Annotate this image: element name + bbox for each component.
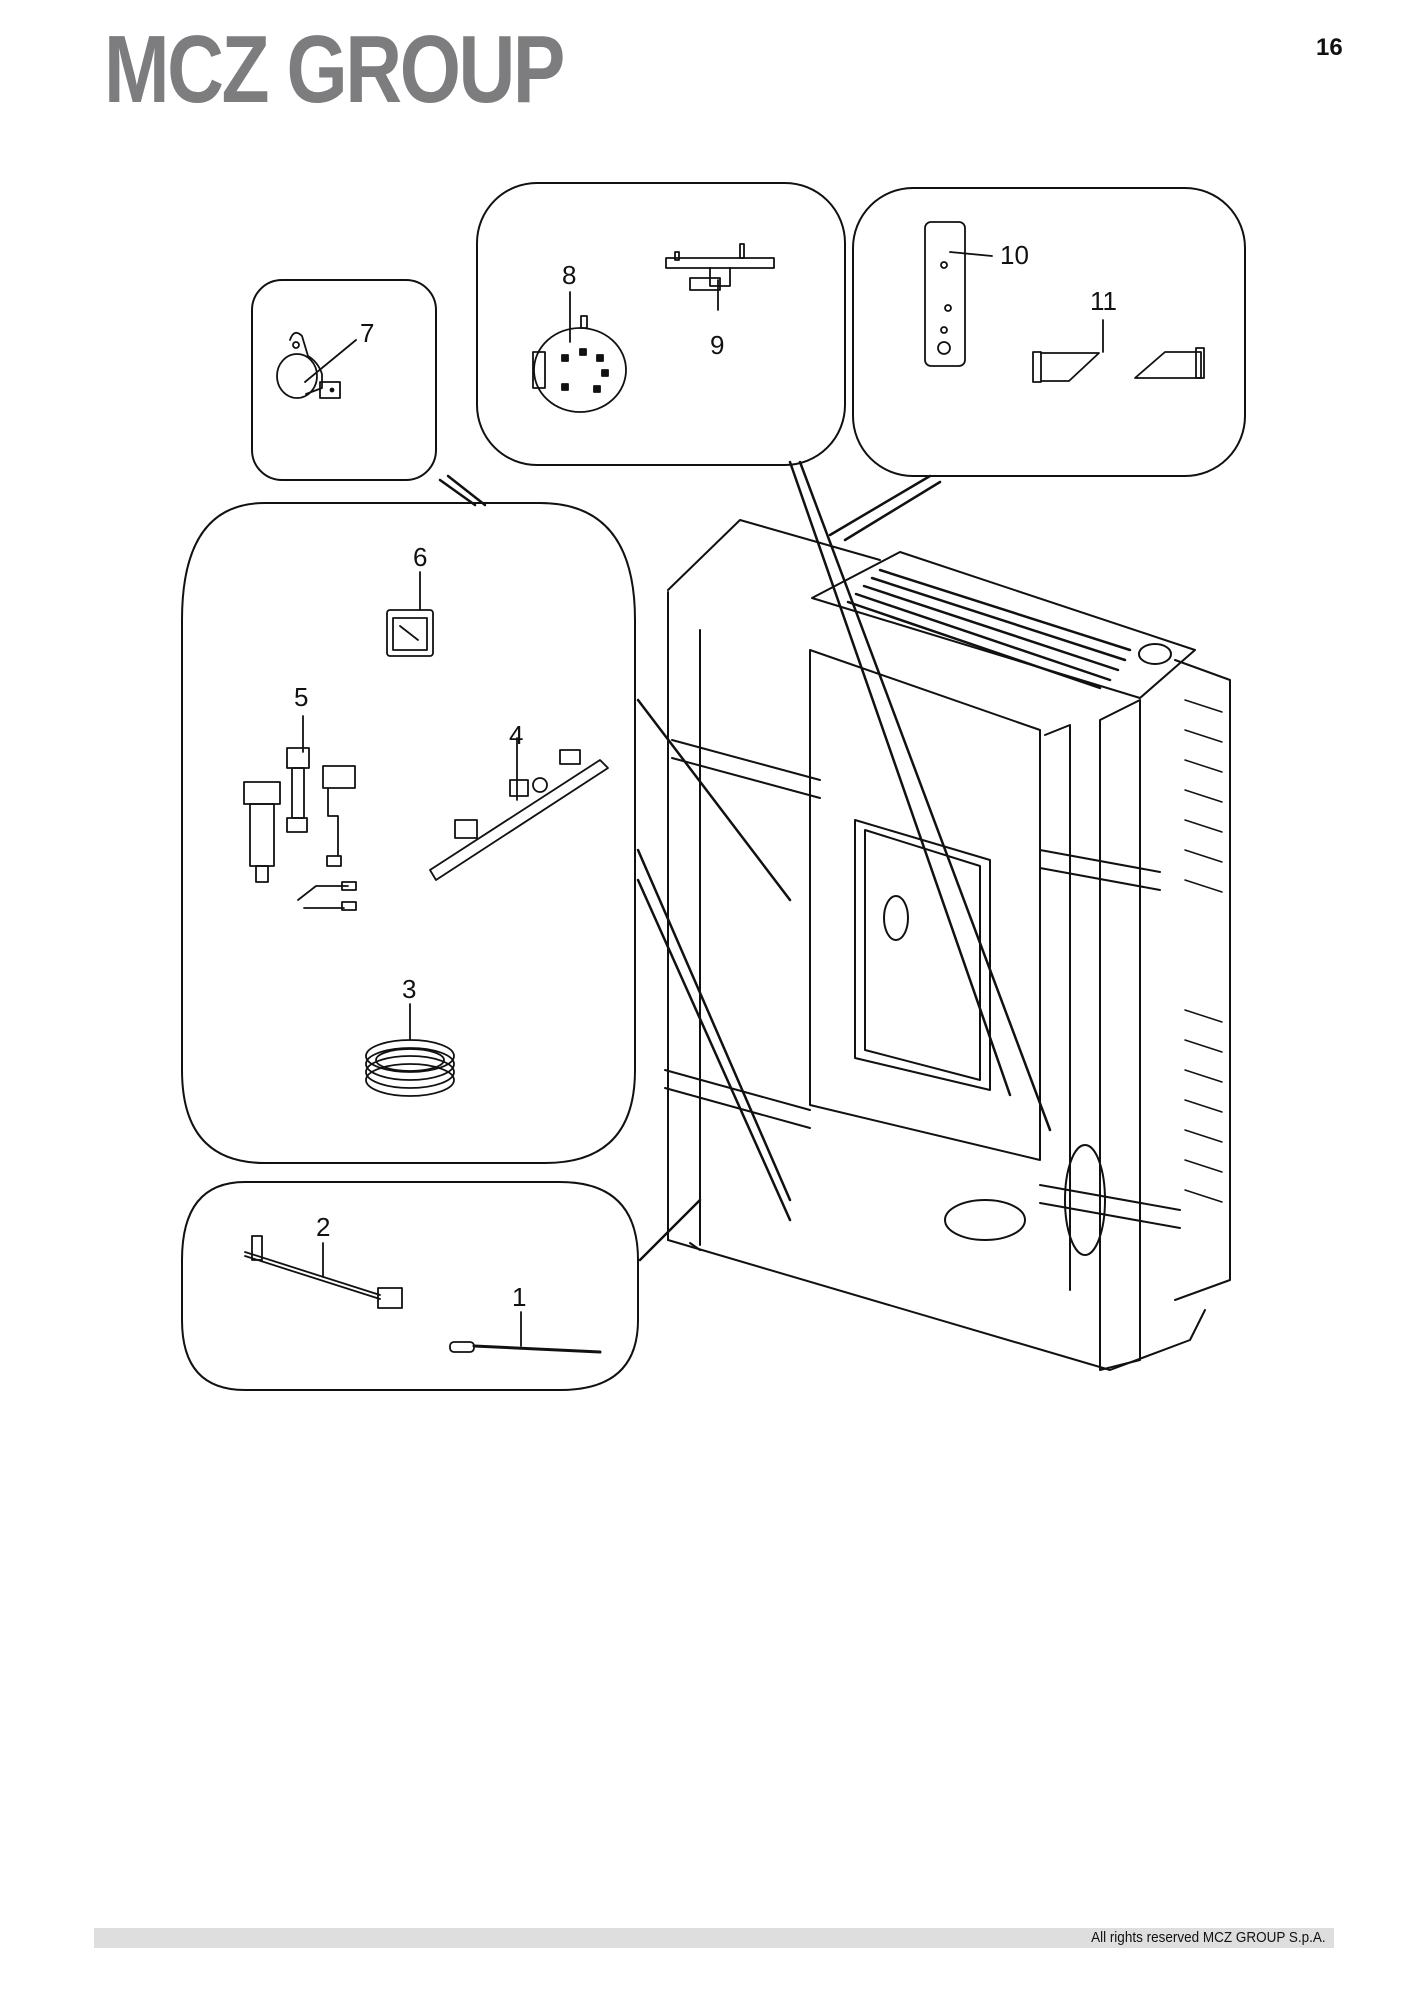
callout-10: 10 [1000, 240, 1029, 270]
part-10-plate [924, 221, 993, 367]
part-3-cable-coil [365, 1003, 455, 1097]
leader-lines [438, 460, 1052, 1262]
part-11-deflectors [1032, 319, 1205, 383]
brand-logo: MCZ GROUP [104, 16, 565, 123]
part-7-thermostat [276, 331, 357, 399]
part-2-ignition-probe [244, 1235, 403, 1309]
stove-body [664, 519, 1231, 1371]
callout-5: 5 [294, 682, 308, 712]
detail-panel-3-6: 6 5 4 [181, 502, 636, 1164]
callout-4: 4 [509, 720, 523, 750]
detail-panel-8-9: 8 9 [476, 182, 846, 466]
footer-bar: All rights reserved MCZ GROUP S.p.A. [94, 1928, 1334, 1948]
page-number: 16 [1316, 34, 1343, 61]
detail-panel-7: 7 [251, 279, 437, 481]
callout-11: 11 [1090, 286, 1117, 316]
callout-1: 1 [512, 1282, 526, 1312]
copyright-text: All rights reserved MCZ GROUP S.p.A. [1091, 1929, 1326, 1946]
part-8-pressure-switch [532, 291, 627, 413]
part-9-sensor-bracket [665, 243, 775, 311]
callout-9: 9 [710, 330, 724, 360]
callout-3: 3 [402, 974, 416, 1004]
detail-panel-10-11: 10 11 [852, 187, 1246, 477]
part-6-socket [386, 571, 434, 657]
callout-2: 2 [316, 1212, 330, 1242]
callout-8: 8 [562, 260, 576, 290]
detail-panel-1-2: 2 1 [181, 1181, 639, 1391]
part-1-temperature-probe [449, 1311, 602, 1354]
part-5-wiring-connectors [243, 715, 357, 911]
part-4-electronic-board [429, 737, 609, 881]
callout-6: 6 [413, 542, 427, 572]
callout-7: 7 [360, 318, 374, 348]
